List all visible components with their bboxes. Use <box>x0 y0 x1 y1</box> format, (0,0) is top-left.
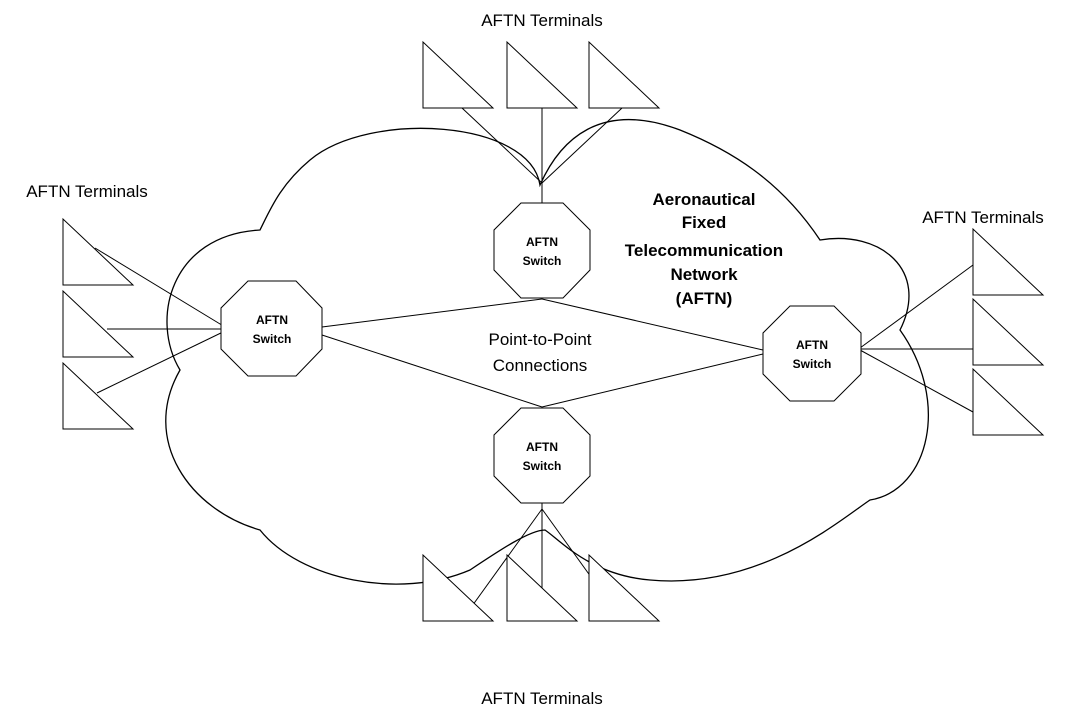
aftn-switch-right: AFTN Switch <box>762 305 862 402</box>
terminal-link <box>94 247 226 328</box>
terminals-label-left: AFTN Terminals <box>26 182 148 201</box>
terminal-link <box>96 330 226 394</box>
terminal-link <box>859 349 974 413</box>
network-title-line: (AFTN) <box>676 289 733 308</box>
switch-label-line2: Switch <box>523 459 562 473</box>
terminal-group-top: AFTN Terminals <box>422 11 661 203</box>
terminals-label-right: AFTN Terminals <box>922 208 1044 227</box>
aftn-terminal-triangle <box>62 361 135 430</box>
switch-octagon <box>493 202 591 299</box>
connections-label-line: Point-to-Point <box>489 330 592 349</box>
network-title-line: Aeronautical <box>653 190 756 209</box>
switch-label-line2: Switch <box>523 254 562 268</box>
switch-label-line1: AFTN <box>526 235 558 249</box>
switch-label-line2: Switch <box>793 357 832 371</box>
aftn-switch-top: AFTN Switch <box>493 202 591 299</box>
aftn-terminal-triangle <box>972 297 1045 366</box>
terminal-link <box>461 508 543 621</box>
aftn-switch-bottom: AFTN Switch <box>493 407 591 504</box>
aftn-terminal-triangle <box>422 40 495 109</box>
switch-octagon <box>762 305 862 402</box>
aftn-terminal-triangle <box>422 553 495 622</box>
connections-label: Point-to-Point Connections <box>489 330 592 375</box>
terminal-group-right: AFTN Terminals <box>859 208 1045 436</box>
aftn-terminal-triangle <box>506 553 579 622</box>
aftn-terminal-triangle <box>588 40 661 109</box>
switch-octagon <box>493 407 591 504</box>
aftn-terminal-triangle <box>506 40 579 109</box>
link-left-bottom <box>321 334 543 408</box>
connections-label-line: Connections <box>493 356 588 375</box>
link-bottom-right <box>541 353 764 408</box>
terminal-group-bottom: AFTN Terminals <box>422 503 661 708</box>
switch-label-line1: AFTN <box>256 313 288 327</box>
link-left-top <box>321 298 543 328</box>
terminal-link <box>859 264 974 349</box>
terminal-link <box>541 107 623 184</box>
switch-octagon <box>220 280 323 377</box>
aftn-terminal-triangle <box>62 289 135 358</box>
switch-label-line2: Switch <box>253 332 292 346</box>
terminal-group-left: AFTN Terminals <box>26 182 226 430</box>
switch-label-line1: AFTN <box>796 338 828 352</box>
terminals-label-top: AFTN Terminals <box>481 11 603 30</box>
aftn-terminal-triangle <box>588 553 661 622</box>
network-title-line: Fixed <box>682 213 726 232</box>
terminals-label-bottom: AFTN Terminals <box>481 689 603 708</box>
aftn-terminal-triangle <box>972 367 1045 436</box>
aftn-switch-left: AFTN Switch <box>220 280 323 377</box>
aftn-terminal-triangle <box>972 227 1045 296</box>
network-title-line: Telecommunication <box>625 241 783 260</box>
link-top-right <box>541 298 764 351</box>
switch-label-line1: AFTN <box>526 440 558 454</box>
aftn-terminal-triangle <box>62 217 135 286</box>
terminal-link <box>461 107 543 184</box>
network-cloud <box>165 119 929 585</box>
point-to-point-connections <box>321 298 764 408</box>
network-title: Aeronautical Fixed Telecommunication Net… <box>625 190 783 308</box>
network-title-line: Network <box>670 265 738 284</box>
